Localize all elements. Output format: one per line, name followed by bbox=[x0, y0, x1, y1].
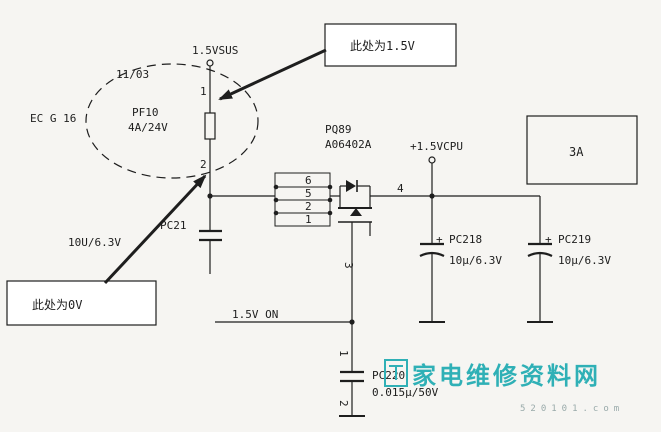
rail-on-label: 1.5V ON bbox=[232, 308, 278, 321]
fuse-zone: EC G 16 bbox=[30, 112, 76, 125]
mosfet-dot-d bbox=[327, 184, 333, 190]
pc218-value: 10μ/6.3V bbox=[449, 254, 502, 267]
fuse-pin2: 2 bbox=[200, 158, 207, 171]
mosfet-dot-e bbox=[327, 197, 333, 203]
watermark-logo-icon bbox=[384, 359, 408, 387]
fuse-pin1: 1 bbox=[200, 85, 207, 98]
highlight-ellipse bbox=[85, 63, 259, 179]
pc21-value: 10U/6.3V bbox=[68, 236, 121, 249]
mosfet-dot-f bbox=[327, 210, 333, 216]
mosfet-pin-2: 2 bbox=[305, 200, 312, 213]
pc219-ref: PC219 bbox=[558, 233, 591, 246]
rail-sus-label: 1.5VSUS bbox=[192, 44, 238, 57]
watermark-url: 520101.com bbox=[520, 404, 624, 414]
pc219-value: 10μ/6.3V bbox=[558, 254, 611, 267]
mosfet-dot-c bbox=[273, 210, 279, 216]
arrow-top bbox=[218, 48, 327, 101]
fuse-body bbox=[204, 112, 216, 140]
pc218-plus: + bbox=[436, 233, 443, 246]
current-box bbox=[526, 115, 638, 185]
pc219-plus: + bbox=[545, 233, 552, 246]
mosfet-dot-a bbox=[273, 184, 279, 190]
callout-top-box bbox=[324, 23, 457, 67]
fuse-rating: 4A/24V bbox=[128, 121, 168, 134]
callout-bottom-box bbox=[6, 280, 157, 326]
mosfet-pin-6: 6 bbox=[305, 174, 312, 187]
rail-cpu-terminal bbox=[428, 156, 436, 164]
callout-bottom-text: 此处为0V bbox=[32, 298, 82, 312]
mosfet-drain-pin: 4 bbox=[397, 182, 404, 195]
pc220-ref: PC220 bbox=[372, 369, 405, 382]
pc219-plate-bottom bbox=[527, 251, 553, 257]
rail-cpu-label: +1.5VCPU bbox=[410, 140, 463, 153]
fuse-date: 11/03 bbox=[116, 68, 149, 81]
junction-cpu bbox=[429, 193, 435, 199]
callout-top-text: 此处为1.5V bbox=[350, 39, 415, 53]
pc220-pin1: 1 bbox=[337, 350, 350, 357]
mosfet-ref: PQ89 bbox=[325, 123, 352, 136]
arrow-bottom bbox=[103, 174, 207, 285]
pc218-plate-bottom bbox=[419, 251, 445, 257]
mosfet-part: A06402A bbox=[325, 138, 372, 151]
mosfet-pin-5: 5 bbox=[305, 187, 312, 200]
fuse-ref: PF10 bbox=[132, 106, 159, 119]
pc220-pin2: 2 bbox=[337, 400, 350, 407]
mosfet-gate-pin: 3 bbox=[342, 262, 355, 269]
body-diode-triangle bbox=[346, 180, 356, 192]
pc218-ref: PC218 bbox=[449, 233, 482, 246]
current-box-label: 3A bbox=[569, 145, 584, 159]
rail-sus-terminal bbox=[206, 59, 214, 67]
pc220-value: 0.015μ/50V bbox=[372, 386, 439, 399]
mosfet-pin-1: 1 bbox=[305, 213, 312, 226]
pc21-ref: PC21 bbox=[160, 219, 187, 232]
mosfet-dot-b bbox=[273, 197, 279, 203]
watermark-text: 家电维修资料网 bbox=[412, 362, 601, 390]
mosfet-body-arrow bbox=[350, 208, 362, 216]
